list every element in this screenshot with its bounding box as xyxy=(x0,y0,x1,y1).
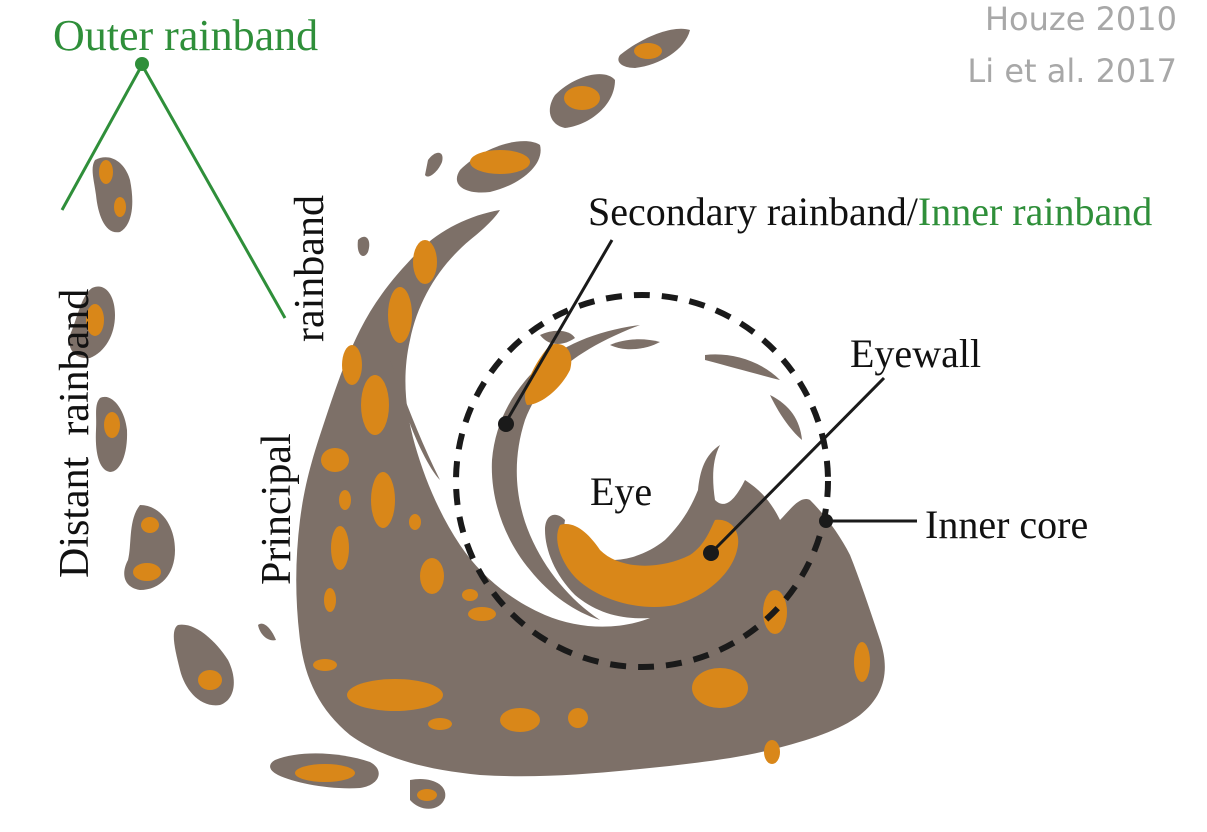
inner-rainband-text: Inner rainband xyxy=(918,189,1152,234)
citation-line-1: Houze 2010 xyxy=(985,0,1177,38)
distant-rainband-label: Distant rainband xyxy=(52,289,98,578)
inner-core-label: Inner core xyxy=(925,502,1088,547)
principal-rainband-label-line1: rainband xyxy=(287,195,333,342)
eyewall-label: Eyewall xyxy=(850,331,981,376)
secondary-rainband-dot xyxy=(498,416,514,432)
secondary-rainband-label: Secondary rainband/Inner rainband xyxy=(588,189,1152,234)
secondary-rainband-leader xyxy=(506,240,612,422)
principal-rainband-label-line2: Principal xyxy=(254,433,300,585)
inner-core-dot xyxy=(819,514,833,528)
secondary-rainband-text: Secondary rainband/ xyxy=(588,189,919,234)
outer-rainband-label: Outer rainband xyxy=(53,11,318,60)
eye-label: Eye xyxy=(590,469,652,514)
citation-line-2: Li et al. 2017 xyxy=(967,52,1177,90)
eyewall-dot xyxy=(703,545,719,561)
